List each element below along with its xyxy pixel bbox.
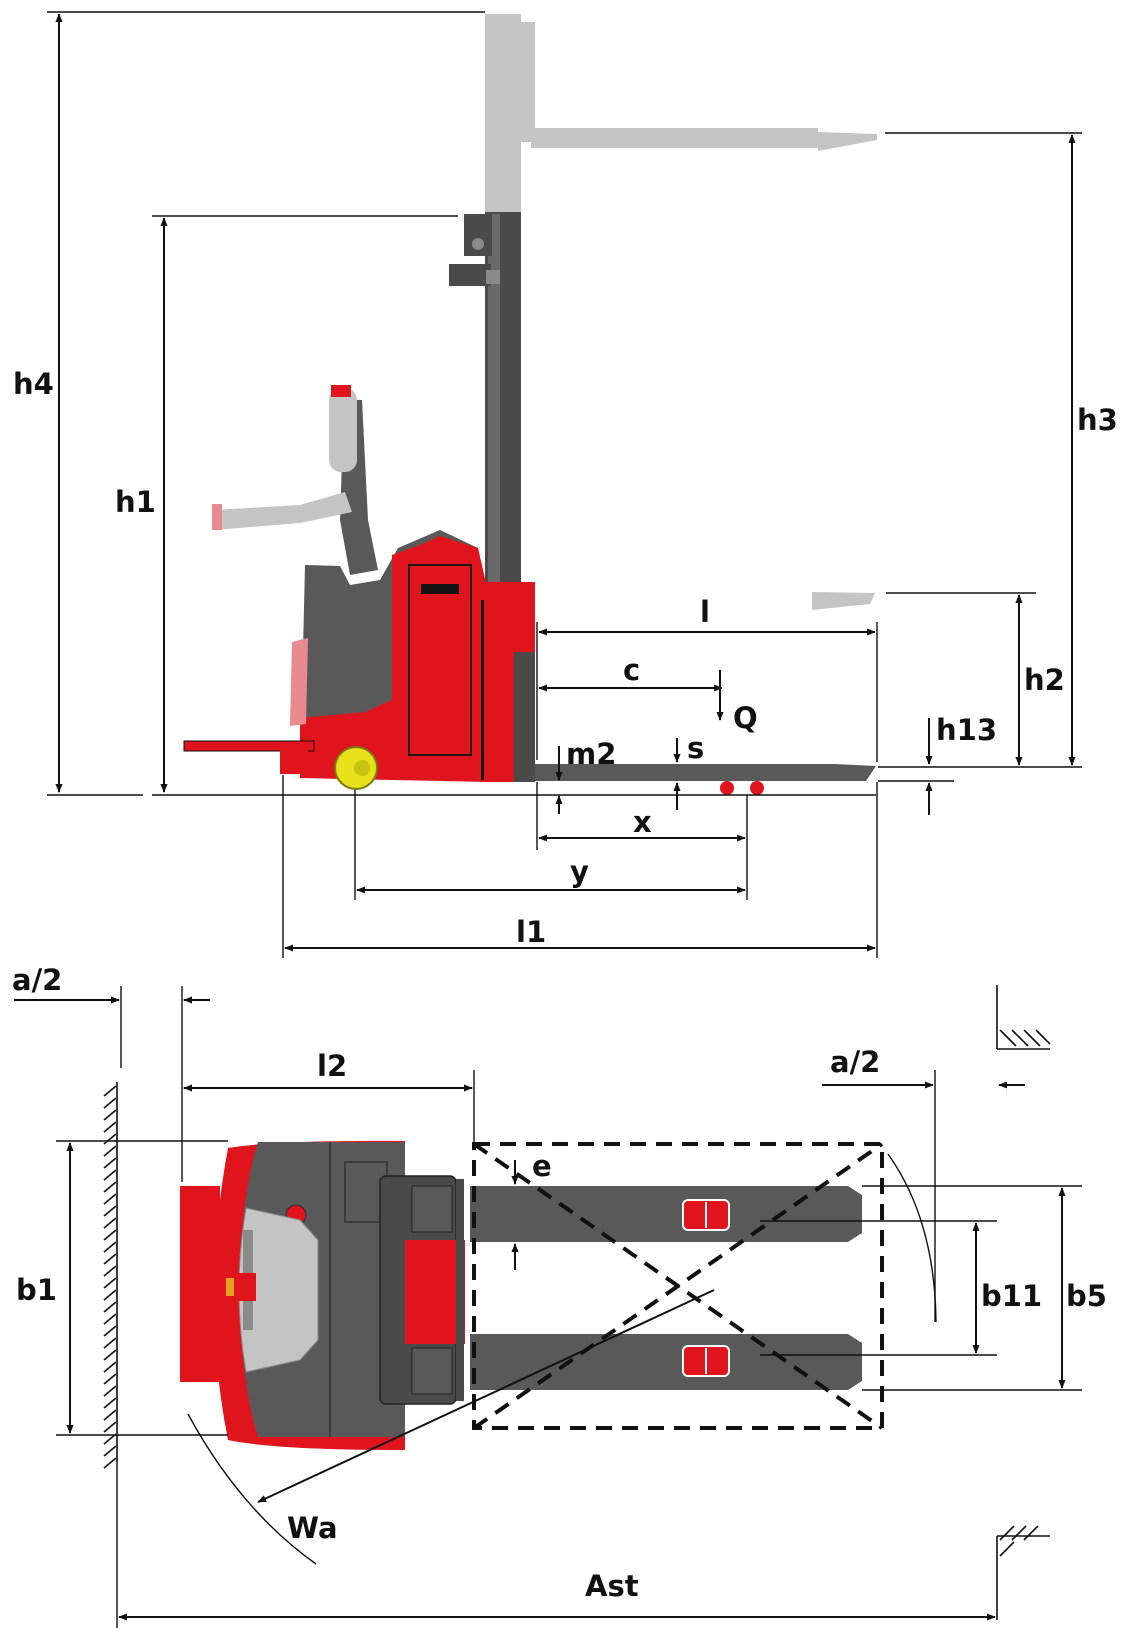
dimension-h4 xyxy=(47,11,485,796)
dimension-a-half-left xyxy=(14,986,210,1182)
dimension-wa xyxy=(257,1289,715,1503)
label-y: y xyxy=(570,855,589,889)
right-wall-top xyxy=(996,985,1051,1050)
label-ast: Ast xyxy=(585,1569,639,1603)
label-l1: l1 xyxy=(516,915,546,949)
top-view: a/2 l2 b1 a/2 e b11 b5 Wa Ast xyxy=(12,963,1107,1628)
label-m2: m2 xyxy=(566,737,616,771)
mast xyxy=(449,212,521,592)
label-wa: Wa xyxy=(287,1511,338,1545)
dimension-ast xyxy=(116,1462,996,1628)
dimension-b5 xyxy=(862,1185,1082,1391)
side-view: h4 h1 h3 h2 h13 l c Q m2 s x y l1 xyxy=(13,11,1118,958)
label-b11: b11 xyxy=(981,1279,1042,1313)
label-h13: h13 xyxy=(936,713,997,747)
dimension-b1 xyxy=(56,1140,228,1436)
dimension-x xyxy=(536,782,748,900)
dimension-c xyxy=(538,670,724,721)
dimension-l xyxy=(536,622,878,762)
forks-top xyxy=(470,1186,862,1390)
label-s: s xyxy=(687,731,704,765)
label-h1: h1 xyxy=(115,485,156,519)
left-wall xyxy=(103,1082,118,1469)
dimension-b11 xyxy=(760,1220,997,1356)
dimension-h13 xyxy=(878,718,954,815)
dimension-l2 xyxy=(183,1070,475,1144)
truck-top xyxy=(180,1140,465,1450)
pallet-outline xyxy=(472,1142,884,1430)
tiller-handle xyxy=(212,385,378,575)
label-a-half-right: a/2 xyxy=(830,1045,880,1079)
label-l: l xyxy=(700,595,710,629)
dimension-h1 xyxy=(152,215,458,796)
dimension-a-half-right xyxy=(822,1070,1025,1322)
label-q: Q xyxy=(733,701,758,735)
label-c: c xyxy=(623,653,640,687)
label-l2: l2 xyxy=(317,1049,347,1083)
forks-lowered xyxy=(535,764,876,795)
raised-mast-ghost xyxy=(485,14,877,214)
label-x: x xyxy=(633,805,652,839)
dimension-h3 xyxy=(878,132,1082,768)
label-b5: b5 xyxy=(1066,1279,1107,1313)
dimension-y xyxy=(354,790,746,900)
truck-body xyxy=(183,530,535,782)
drive-wheel xyxy=(334,746,378,790)
swing-arc-left xyxy=(187,1413,317,1565)
label-b1: b1 xyxy=(16,1273,57,1307)
label-h4: h4 xyxy=(13,367,54,401)
forks-initial-lift-ghost xyxy=(812,592,875,610)
dimension-l1 xyxy=(282,775,878,958)
right-wall-bottom xyxy=(996,1525,1050,1620)
label-h3: h3 xyxy=(1077,403,1118,437)
dimension-h2 xyxy=(886,592,1036,766)
label-a-half-left: a/2 xyxy=(12,963,62,997)
swing-arc-right xyxy=(887,1153,937,1323)
label-h2: h2 xyxy=(1024,663,1065,697)
label-e: e xyxy=(532,1149,552,1183)
